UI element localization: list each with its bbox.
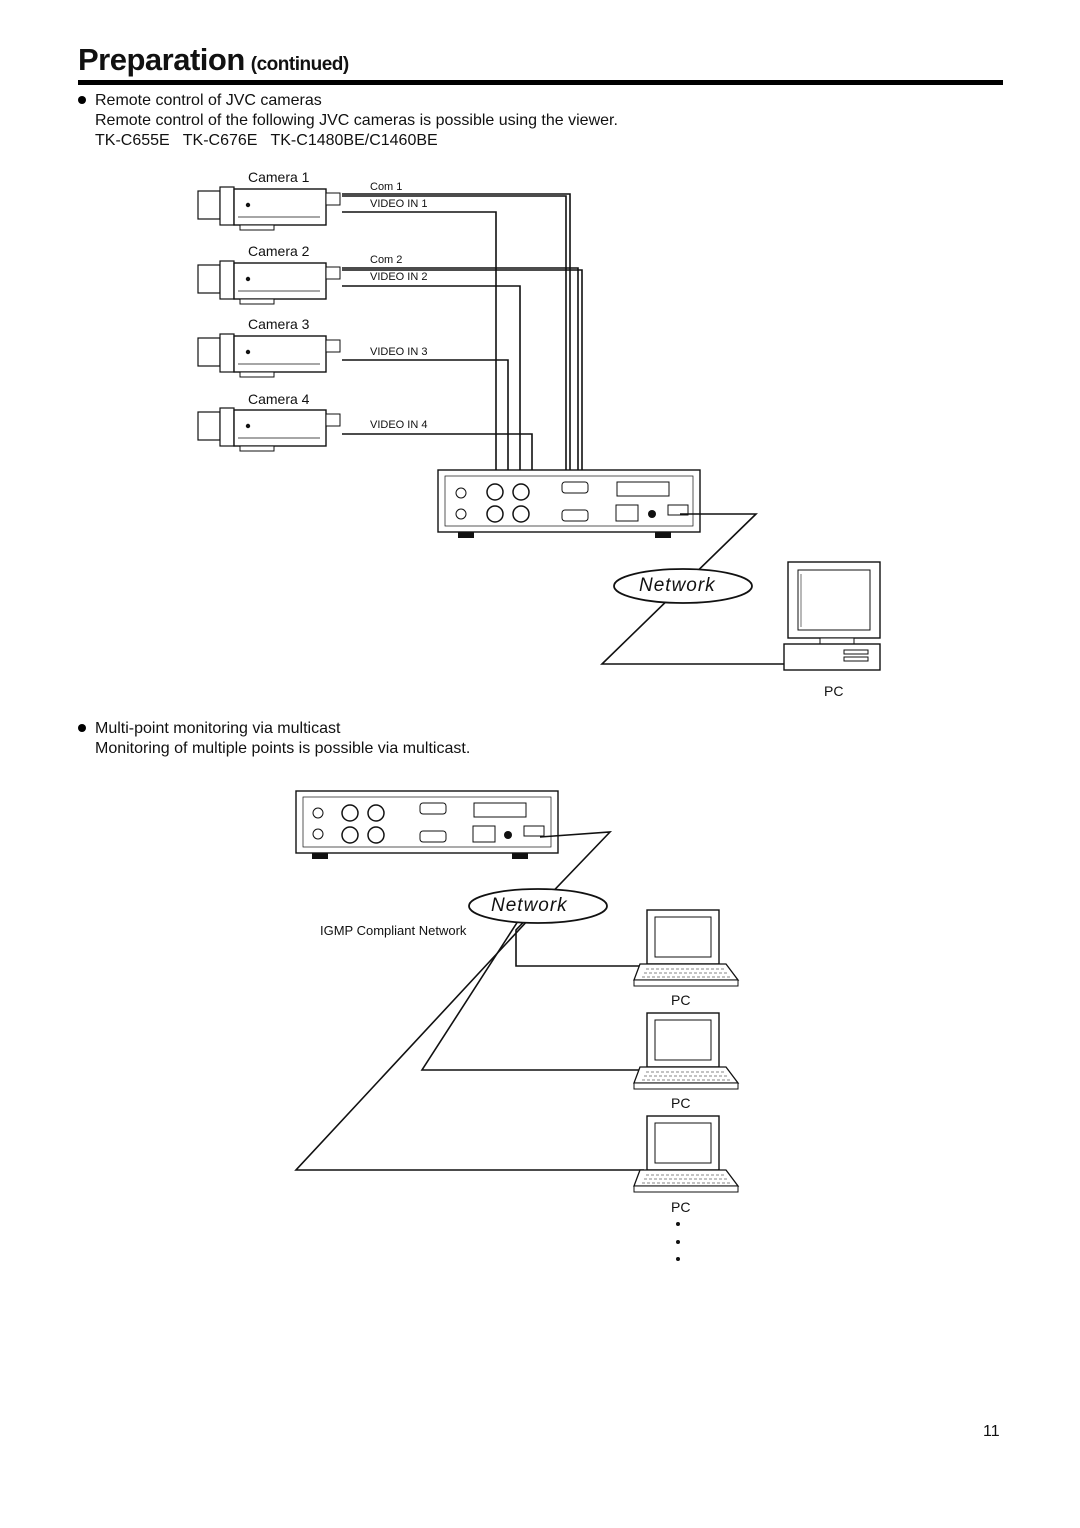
title-main: Preparation <box>78 42 245 77</box>
video-in3-label: VIDEO IN 3 <box>370 346 428 358</box>
camera4-label: Camera 4 <box>248 391 310 407</box>
section1-heading: Remote control of JVC cameras <box>78 92 322 110</box>
com2-cable <box>342 267 579 478</box>
video-in4-label: VIDEO IN 4 <box>370 419 428 431</box>
video-in1-label: VIDEO IN 1 <box>370 198 428 210</box>
video-in2-cable <box>342 285 521 478</box>
laptop-pc-icon <box>633 909 740 987</box>
ellipsis-dot <box>676 1240 680 1244</box>
com1-cable <box>342 193 571 478</box>
com1-label: Com 1 <box>370 181 403 193</box>
page-title: Preparation(continued) <box>78 42 349 78</box>
section2-heading: Multi-point monitoring via multicast <box>78 720 340 738</box>
title-continued: (continued) <box>250 54 349 75</box>
cable-lines <box>342 193 583 478</box>
multicast-diagram <box>294 790 740 1193</box>
multicast-lines <box>294 831 644 1171</box>
camera-icon <box>197 186 341 231</box>
page-number: 11 <box>983 1423 1000 1440</box>
network-label-2: Network <box>491 895 568 916</box>
pc-label-4: PC <box>671 1199 691 1215</box>
laptop-group <box>633 909 740 1193</box>
camera-icon <box>197 407 341 452</box>
camera-icon <box>197 260 341 305</box>
camera-icon <box>197 333 341 378</box>
video-in1-cable <box>342 211 497 478</box>
ellipsis-dot <box>676 1257 680 1261</box>
camera3-label: Camera 3 <box>248 316 310 332</box>
camera-group <box>197 186 341 452</box>
camera1-label: Camera 1 <box>248 169 310 185</box>
title-rule <box>78 80 1003 85</box>
video-in3-cable <box>342 359 509 478</box>
section2-description: Monitoring of multiple points is possibl… <box>95 740 471 757</box>
pc-label-1: PC <box>824 683 844 699</box>
network-bubble-1 <box>613 568 753 604</box>
video-in2-label: VIDEO IN 2 <box>370 271 428 283</box>
com2-label: Com 2 <box>370 254 403 266</box>
video-server-unit <box>437 469 701 538</box>
ellipsis-dot <box>676 1222 680 1226</box>
camera2-label: Camera 2 <box>248 243 310 259</box>
pc-label-3: PC <box>671 1095 691 1111</box>
network-label-1: Network <box>639 575 716 596</box>
laptop-pc-icon <box>633 1115 740 1193</box>
network-bubble-2 <box>468 888 608 924</box>
laptop-pc-icon <box>633 1012 740 1090</box>
video-in4-cable <box>342 433 533 478</box>
igmp-label: IGMP Compliant Network <box>320 923 467 938</box>
video-server-unit-2 <box>295 790 559 859</box>
camera-network-diagram <box>197 186 881 671</box>
section1-description: Remote control of the following JVC came… <box>95 112 618 129</box>
camera-model-list: TK-C655E TK-C676E TK-C1480BE/C1460BE <box>95 132 438 149</box>
bullet-icon <box>78 723 86 732</box>
desktop-pc-icon <box>783 561 881 671</box>
bullet-icon <box>78 95 86 104</box>
pc-label-2: PC <box>671 992 691 1008</box>
